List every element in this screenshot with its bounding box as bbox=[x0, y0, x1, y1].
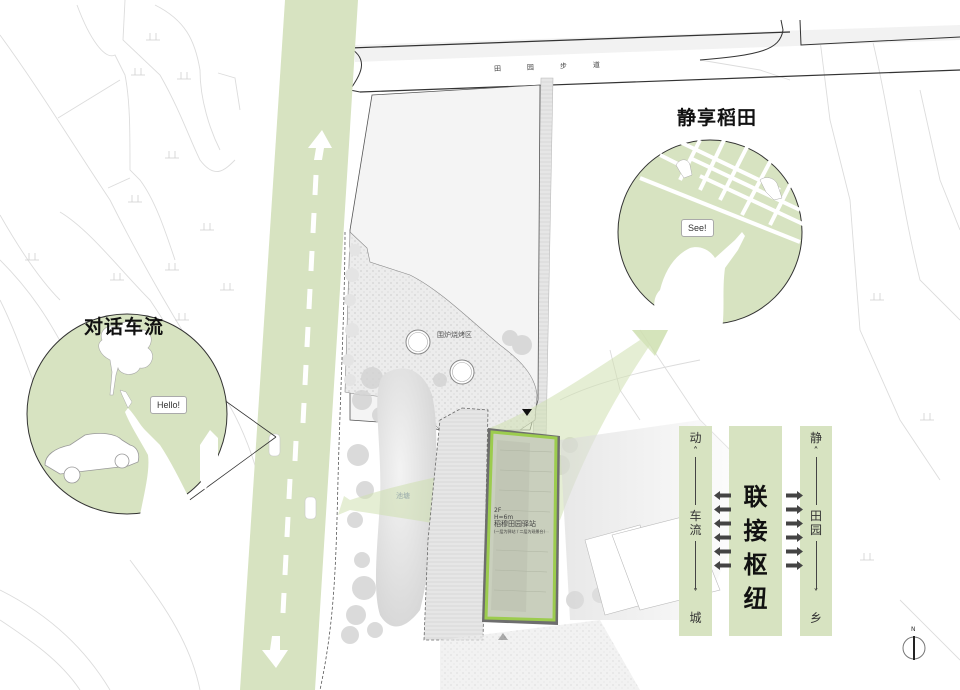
car-icons bbox=[268, 433, 317, 520]
left-line-top bbox=[695, 457, 696, 505]
building-sub: (一层为驿站 / 二层为观景台) bbox=[494, 529, 546, 534]
building-height: H=6m bbox=[494, 514, 514, 521]
left-mid-char-2: 流 bbox=[689, 523, 702, 537]
left-line-bottom bbox=[695, 541, 696, 589]
walkway bbox=[423, 407, 489, 641]
arrow-right-icon bbox=[786, 519, 803, 528]
pond-label: 池塘 bbox=[396, 492, 410, 500]
arrow-right-icon bbox=[786, 505, 803, 514]
arrow-down-icon: ˅ bbox=[813, 588, 819, 599]
left-bottom-char: 城 bbox=[689, 611, 702, 625]
center-char-2: 接 bbox=[743, 517, 768, 545]
arrow-right-icon bbox=[786, 547, 803, 556]
right-line-bottom bbox=[815, 541, 817, 589]
arrow-up-icon: ˄ bbox=[813, 446, 819, 457]
arrow-left-icon bbox=[714, 547, 731, 556]
center-char-1: 联 bbox=[743, 483, 768, 511]
view-cone-arrowhead bbox=[632, 330, 668, 356]
north-arrow-label: N bbox=[911, 626, 916, 633]
right-mid-char-2: 园 bbox=[809, 523, 822, 537]
arrow-right-icon bbox=[786, 533, 803, 542]
arrow-left-icon bbox=[714, 491, 731, 500]
road-center-dashes bbox=[280, 174, 319, 614]
center-char-4: 纽 bbox=[743, 585, 768, 613]
right-speech-bubble: See! bbox=[681, 219, 714, 237]
arrow-left-icon bbox=[714, 505, 731, 514]
center-char-3: 枢 bbox=[743, 551, 768, 579]
grass-marks bbox=[25, 33, 934, 561]
right-arrow-stack bbox=[782, 490, 804, 571]
right-callout-title: 静享稻田 bbox=[677, 107, 758, 129]
right-mid-char-1: 田 bbox=[809, 509, 822, 523]
left-top-char: 动 bbox=[689, 431, 702, 445]
bbq-area-label: 围炉烧烤区 bbox=[437, 331, 472, 339]
right-callout bbox=[617, 137, 806, 330]
main-road bbox=[240, 0, 358, 690]
arrow-down-icon: ˅ bbox=[693, 588, 698, 599]
left-callout-title: 对话车流 bbox=[84, 316, 165, 338]
north-arrow-icon bbox=[902, 636, 926, 660]
south-plaza bbox=[440, 620, 640, 690]
right-bottom-char: 乡 bbox=[809, 611, 822, 625]
building-label: 2F H=6m 稻穆田园驿站 (一层为驿站 / 二层为观景台) bbox=[494, 507, 545, 535]
arrow-right-icon bbox=[786, 491, 803, 500]
diagram-center-column: 联 接 枢 纽 bbox=[729, 480, 782, 616]
arrow-right-icon bbox=[786, 561, 803, 570]
left-speech-bubble: Hello! bbox=[150, 396, 188, 414]
building-name: 稻穆田园驿站 bbox=[494, 520, 536, 528]
right-top-char: 静 bbox=[809, 431, 822, 445]
arrow-left-icon bbox=[714, 533, 731, 542]
diagram-left-column: 动 ˄ 车 流 ˅ 城 bbox=[679, 431, 712, 631]
arrow-up-icon: ˄ bbox=[693, 446, 698, 457]
left-mid-char-1: 车 bbox=[689, 509, 702, 523]
trees-small bbox=[342, 244, 361, 386]
arrow-left-icon bbox=[714, 561, 731, 570]
left-arrow-stack bbox=[713, 490, 735, 571]
diagram-right-column: 静 ˄ 田 园 ˅ 乡 bbox=[800, 431, 832, 631]
fire-pits bbox=[405, 329, 475, 385]
road-direction-arrows bbox=[262, 130, 332, 668]
station-building bbox=[482, 428, 560, 625]
west-boundary-dash bbox=[319, 231, 346, 690]
right-line-top bbox=[815, 457, 817, 505]
building-floor: 2F bbox=[494, 507, 502, 514]
left-callout bbox=[26, 313, 277, 515]
arrow-left-icon bbox=[714, 519, 731, 528]
top-road bbox=[349, 19, 960, 93]
